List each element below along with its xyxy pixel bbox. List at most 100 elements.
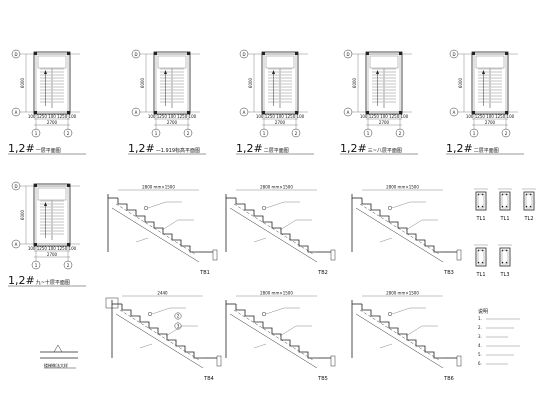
height-dim-text: 6000 — [140, 77, 145, 88]
rebar-dot — [477, 261, 480, 264]
plan-landing — [157, 55, 187, 69]
plan-caption-prefix: 1,2# — [446, 142, 473, 155]
note-number: 1. — [478, 316, 482, 321]
dim-text-segments: 100 1250 100 1250 100 — [466, 114, 515, 119]
plan-wall — [471, 51, 509, 115]
column-marker — [505, 52, 508, 55]
column-marker — [34, 111, 37, 114]
dim-text-total: 2700 — [485, 120, 496, 125]
dim-text-segments: 100 1250 100 1250 100 — [148, 114, 197, 119]
dim-text-segments: 100 1250 100 1250 100 — [28, 246, 77, 251]
rebar-dot — [529, 193, 532, 196]
axis-bubble-top-label: D — [134, 52, 137, 57]
axis-bubble-top-label: D — [452, 52, 455, 57]
arrow-head — [44, 202, 47, 206]
leader-3 — [253, 237, 267, 243]
beam-detail-4: TL3 — [498, 244, 512, 278]
plan-caption-suffix: 二层平面图 — [264, 148, 289, 154]
tb4-bubble-3-circle — [174, 322, 182, 330]
beam-label: TL1 — [475, 216, 485, 222]
axis-bubble-bottom: A — [11, 239, 21, 249]
dim-text-total: 2700 — [167, 120, 178, 125]
detail-nosing — [53, 344, 63, 353]
stair-profile — [235, 198, 317, 253]
rebar-dot — [477, 193, 480, 196]
leader-2 — [161, 219, 179, 231]
column-marker — [472, 111, 475, 114]
column-marker — [505, 111, 508, 114]
leader-3 — [379, 343, 393, 349]
plan-wall — [153, 51, 191, 115]
plan-caption-suffix: 九~十层平面图 — [36, 279, 70, 286]
callout-dot — [387, 205, 393, 211]
height-dim-text: 6000 — [458, 77, 463, 88]
axis-bubble-right: 2 — [183, 128, 193, 138]
rebar-dot — [481, 193, 484, 196]
rebar-dot — [525, 193, 528, 196]
column-marker — [262, 111, 265, 114]
plan-landing — [37, 55, 67, 69]
column-marker — [366, 111, 369, 114]
slab-soffit — [111, 207, 200, 263]
plan-caption-prefix: 1,2# — [8, 274, 35, 287]
column-marker — [154, 111, 157, 114]
rebar-dot — [501, 205, 504, 208]
stair-profile — [235, 304, 317, 359]
leader-1 — [151, 307, 171, 315]
column-marker — [34, 243, 37, 246]
rebar-dot — [505, 261, 508, 264]
height-dim-text: 6000 — [20, 209, 25, 220]
dim-text-total: 2700 — [47, 120, 58, 125]
bottom-beam — [216, 355, 222, 367]
section-top-dim: 2800 mm×1500 — [386, 291, 419, 296]
tb4-bubble-3: 3 — [174, 322, 182, 330]
column-marker — [67, 52, 70, 55]
rebar-line — [233, 203, 314, 255]
column-marker — [399, 52, 402, 55]
dim-text-segments: 100 1250 100 1250 100 — [28, 114, 77, 119]
height-dim-text: 6000 — [20, 77, 25, 88]
axis-bubble-bottom-label: A — [15, 110, 18, 115]
axis-bubble-left-circle — [469, 128, 479, 138]
beam-detail-0: TL1 — [474, 188, 488, 222]
rebar-dot — [501, 261, 504, 264]
tb4-bubble-2-circle — [174, 312, 182, 320]
beam-outline — [499, 247, 511, 267]
small-detail: 楼梯做法大样 — [40, 344, 78, 369]
callout-dot — [261, 311, 267, 317]
leader-3 — [135, 237, 149, 243]
slab-soffit — [355, 313, 444, 369]
stair-profile — [121, 304, 203, 359]
axis-bubble-bottom-label: A — [453, 110, 456, 115]
section-top-dim: 2800 mm×1500 — [260, 185, 293, 190]
axis-bubble-right-label: 2 — [295, 131, 298, 136]
axis-bubble-bottom-label: A — [243, 110, 246, 115]
section-label: TB1 — [199, 270, 210, 276]
axis-bubble-top-label: D — [242, 52, 245, 57]
axis-bubble-left: 1 — [151, 128, 161, 138]
axis-bubble-top: D — [11, 181, 21, 191]
leader-3 — [139, 343, 153, 349]
column-marker — [262, 52, 265, 55]
axis-bubble-left-label: 1 — [35, 131, 38, 136]
rebar-dot — [481, 261, 484, 264]
axis-bubble-left-circle — [31, 128, 41, 138]
axis-bubble-top: D — [239, 49, 249, 59]
callout-dot — [387, 311, 393, 317]
beam-stirrup — [525, 193, 533, 209]
section-label: TB3 — [443, 270, 454, 276]
axis-bubble-top: D — [449, 49, 459, 59]
axis-bubble-left-label: 1 — [367, 131, 370, 136]
leader-2 — [405, 219, 423, 231]
note-number: 6. — [478, 361, 482, 366]
plan-caption: 1,2#二层平面图 — [236, 142, 289, 155]
axis-bubble-right-circle — [395, 128, 405, 138]
column-marker — [399, 111, 402, 114]
